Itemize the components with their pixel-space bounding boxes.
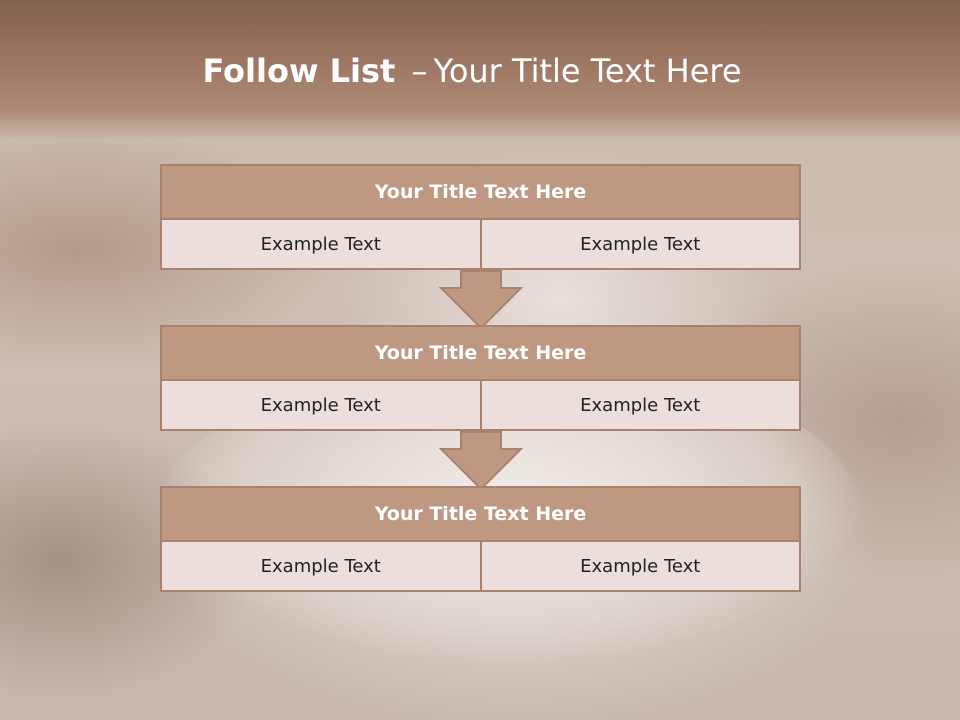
list-block-3: Your Title Text Here Example Text Exampl… <box>160 486 801 592</box>
block-cell-right: Example Text <box>481 220 801 270</box>
block-cell-left: Example Text <box>160 220 482 270</box>
block-header: Your Title Text Here <box>160 486 801 542</box>
block-row: Example Text Example Text <box>160 542 801 592</box>
block-header: Your Title Text Here <box>160 164 801 220</box>
block-cell-left: Example Text <box>160 542 482 592</box>
block-row: Example Text Example Text <box>160 381 801 431</box>
slide-title-dash: – <box>411 52 428 90</box>
block-cell-left: Example Text <box>160 381 482 431</box>
block-header: Your Title Text Here <box>160 325 801 381</box>
slide-title-bold: Follow List <box>202 52 396 90</box>
list-block-2: Your Title Text Here Example Text Exampl… <box>160 325 801 431</box>
block-cell-right: Example Text <box>481 542 801 592</box>
down-arrow-icon <box>439 431 523 491</box>
block-row: Example Text Example Text <box>160 220 801 270</box>
title-band <box>0 0 960 140</box>
slide-title: Follow List –Your Title Text Here <box>0 52 944 90</box>
slide-title-rest: Your Title Text Here <box>433 52 742 90</box>
down-arrow-icon <box>439 270 523 330</box>
list-block-1: Your Title Text Here Example Text Exampl… <box>160 164 801 270</box>
block-cell-right: Example Text <box>481 381 801 431</box>
